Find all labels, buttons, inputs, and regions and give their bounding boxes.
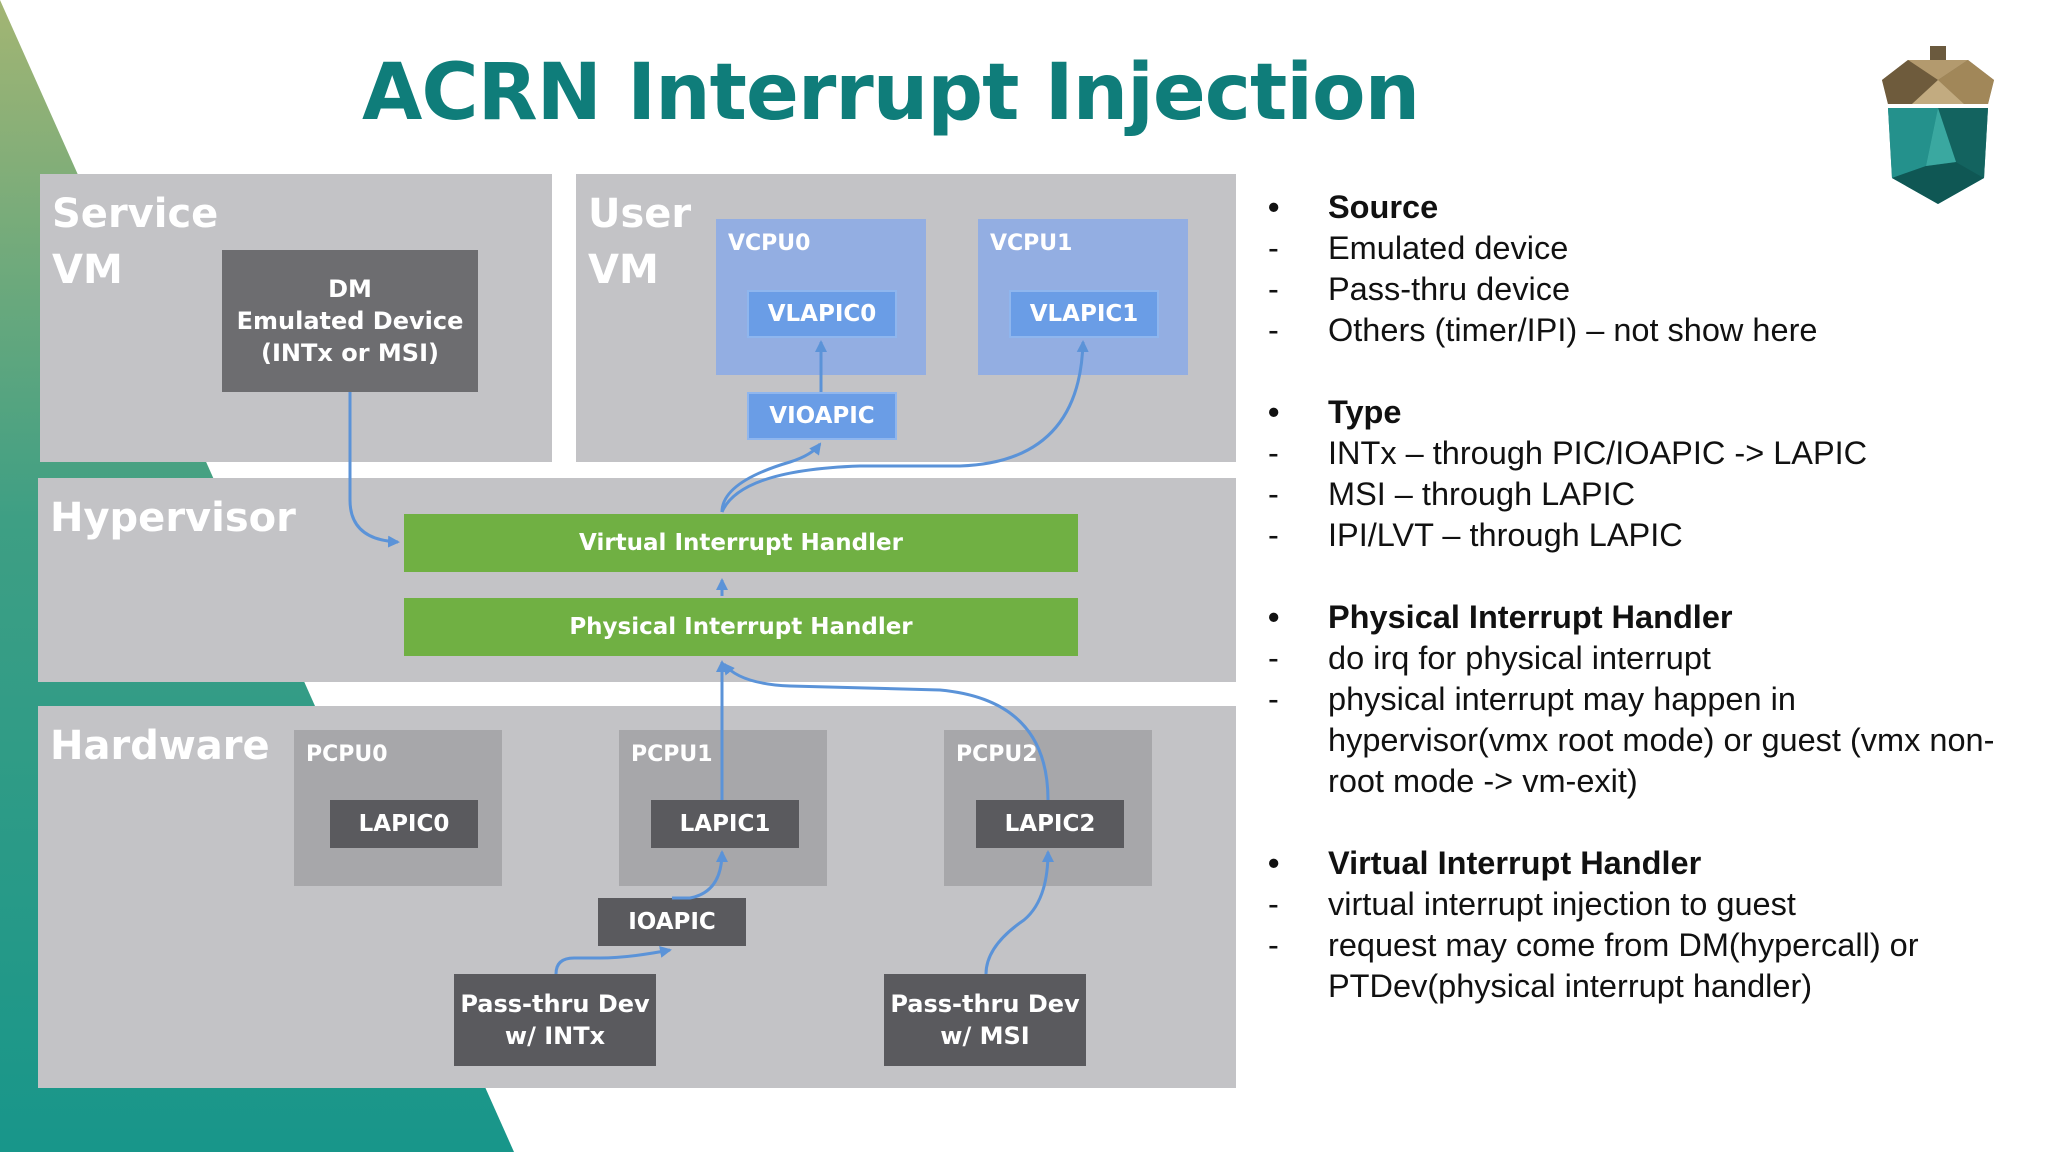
dm-emulated-device-box: DM Emulated Device (INTx or MSI) xyxy=(222,250,478,392)
bullet-physical-item-2: -physical interrupt may happen in hyperv… xyxy=(1268,681,1995,799)
vioapic-box: VIOAPIC xyxy=(747,392,897,440)
slide-title: ACRN Interrupt Injection xyxy=(362,48,1420,138)
service-vm-label: Service VM xyxy=(52,191,219,293)
lapic1-box: LAPIC1 xyxy=(651,800,799,848)
lapic2-box: LAPIC2 xyxy=(976,800,1124,848)
passthru-intx-box: Pass-thru Dev w/ INTx xyxy=(454,974,656,1066)
lapic0-box: LAPIC0 xyxy=(330,800,478,848)
vcpu1-label: VCPU1 xyxy=(990,231,1073,256)
hardware-label: Hardware xyxy=(50,723,270,769)
pcpu0-label: PCPU0 xyxy=(306,742,388,767)
bullet-type-item-2: -MSI – through LAPIC xyxy=(1268,476,1636,512)
physical-interrupt-handler-box: Physical Interrupt Handler xyxy=(404,598,1078,656)
bullet-virtual-item-1: -virtual interrupt injection to guest xyxy=(1268,886,1796,922)
hardware-region: Hardware PCPU0 LAPIC0 PCPU1 LAPIC1 PCPU2… xyxy=(38,706,1236,1088)
bullet-type-item-1: -INTx – through PIC/IOAPIC -> LAPIC xyxy=(1268,435,1868,471)
bullet-source-heading: • Source xyxy=(1268,189,1439,225)
bullet-type-item-3: -IPI/LVT – through LAPIC xyxy=(1268,517,1683,553)
user-vm-label: User VM xyxy=(588,191,692,293)
bullet-type-heading: • Type xyxy=(1268,394,1402,430)
bullet-list: • Source -Emulated device -Pass-thru dev… xyxy=(1264,187,2024,1007)
ioapic-box: IOAPIC xyxy=(598,898,746,946)
user-vm-region: User VM VCPU0 VLAPIC0 VCPU1 VLAPIC1 VIOA… xyxy=(576,174,1236,462)
bullet-physical-item-1: -do irq for physical interrupt xyxy=(1268,640,1711,676)
bullet-source-item-2: -Pass-thru device xyxy=(1268,271,1571,307)
bullet-source-item-3: -Others (timer/IPI) – not show here xyxy=(1268,312,1818,348)
service-vm-region: Service VM DM Emulated Device (INTx or M… xyxy=(40,174,552,462)
pcpu2-label: PCPU2 xyxy=(956,742,1038,767)
passthru-msi-box: Pass-thru Dev w/ MSI xyxy=(884,974,1086,1066)
hypervisor-label: Hypervisor xyxy=(50,495,296,541)
vlapic0-box: VLAPIC0 xyxy=(747,290,897,338)
bullet-source-item-1: -Emulated device xyxy=(1268,230,1569,266)
vcpu0-label: VCPU0 xyxy=(728,231,811,256)
virtual-interrupt-handler-box: Virtual Interrupt Handler xyxy=(404,514,1078,572)
pcpu1-label: PCPU1 xyxy=(631,742,713,767)
bullet-physical-heading: • Physical Interrupt Handler xyxy=(1268,599,1733,635)
bullet-virtual-heading: • Virtual Interrupt Handler xyxy=(1268,845,1702,881)
hypervisor-region: Hypervisor Virtual Interrupt Handler Phy… xyxy=(38,478,1236,682)
vlapic1-box: VLAPIC1 xyxy=(1009,290,1159,338)
acrn-acorn-logo-icon xyxy=(1882,46,1994,204)
bullet-virtual-item-2: -request may come from DM(hypercall) or … xyxy=(1268,927,1919,1004)
